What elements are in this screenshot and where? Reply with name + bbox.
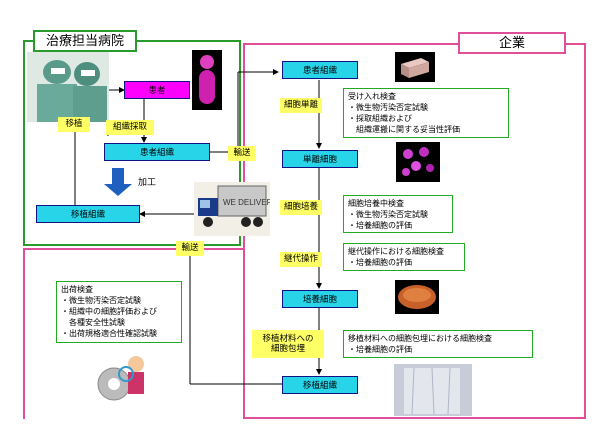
company-header: 企業 [458,32,566,54]
patient-tissue-node-hospital: 患者組織 [104,143,210,161]
patient-tissue-node-company: 患者組織 [282,61,358,79]
gear-person-icon [96,350,154,406]
subculture-inspection-note: 継代操作における細胞検査 ・培養細胞の評価 [343,243,465,271]
surgeon-icon [27,52,109,122]
subculture-label: 継代操作 [280,252,322,267]
receiving-inspection-note: 受け入れ検査 ・微生物汚染否定試験 ・採取組織および 組織運搬に関する妥当性評価 [343,88,509,138]
culture-inspection-note: 細胞培養中検査 ・微生物汚染否定試験 ・培養細胞の評価 [343,195,453,233]
cell-packaging-label: 移植材料への 細胞包埋 [252,330,324,358]
embedding-inspection-note: 移植材料への細胞包埋における細胞検査 ・培養細胞の評価 [343,330,533,358]
patient-figure-icon [192,50,222,110]
transplant-tissue-icon [394,364,472,416]
cell-isolation-label: 細胞単離 [280,98,322,113]
tissue-block-icon [395,52,435,82]
processing-label: 加工 [138,178,157,188]
patient-node: 患者 [124,81,190,99]
petri-dish-icon [395,280,439,314]
cells-icon [396,142,440,182]
truck-icon: WE DELIVER [194,182,273,236]
cultured-cell-node: 培養細胞 [282,290,358,308]
transplant-tissue-node-hospital: 移植組織 [36,205,140,223]
single-cell-node: 単離細胞 [282,150,358,168]
truck-text: WE DELIVER [223,198,270,207]
cell-culture-label: 細胞培養 [280,200,322,215]
tissue-collect-label: 組織採取 [106,120,154,135]
hospital-header: 治療担当病院 [33,30,137,52]
shipping-inspection-note: 出荷検査 ・微生物汚染否定試験 ・組織中の細胞評価および 各種安全性試験 ・出荷… [56,281,182,343]
transplant-tissue-node-company: 移植組織 [282,376,358,394]
transport-label-2: 輸送 [176,241,204,256]
company-region-extension [23,248,243,419]
transport-label-1: 輸送 [228,146,256,161]
transplant-label: 移植 [58,117,90,132]
